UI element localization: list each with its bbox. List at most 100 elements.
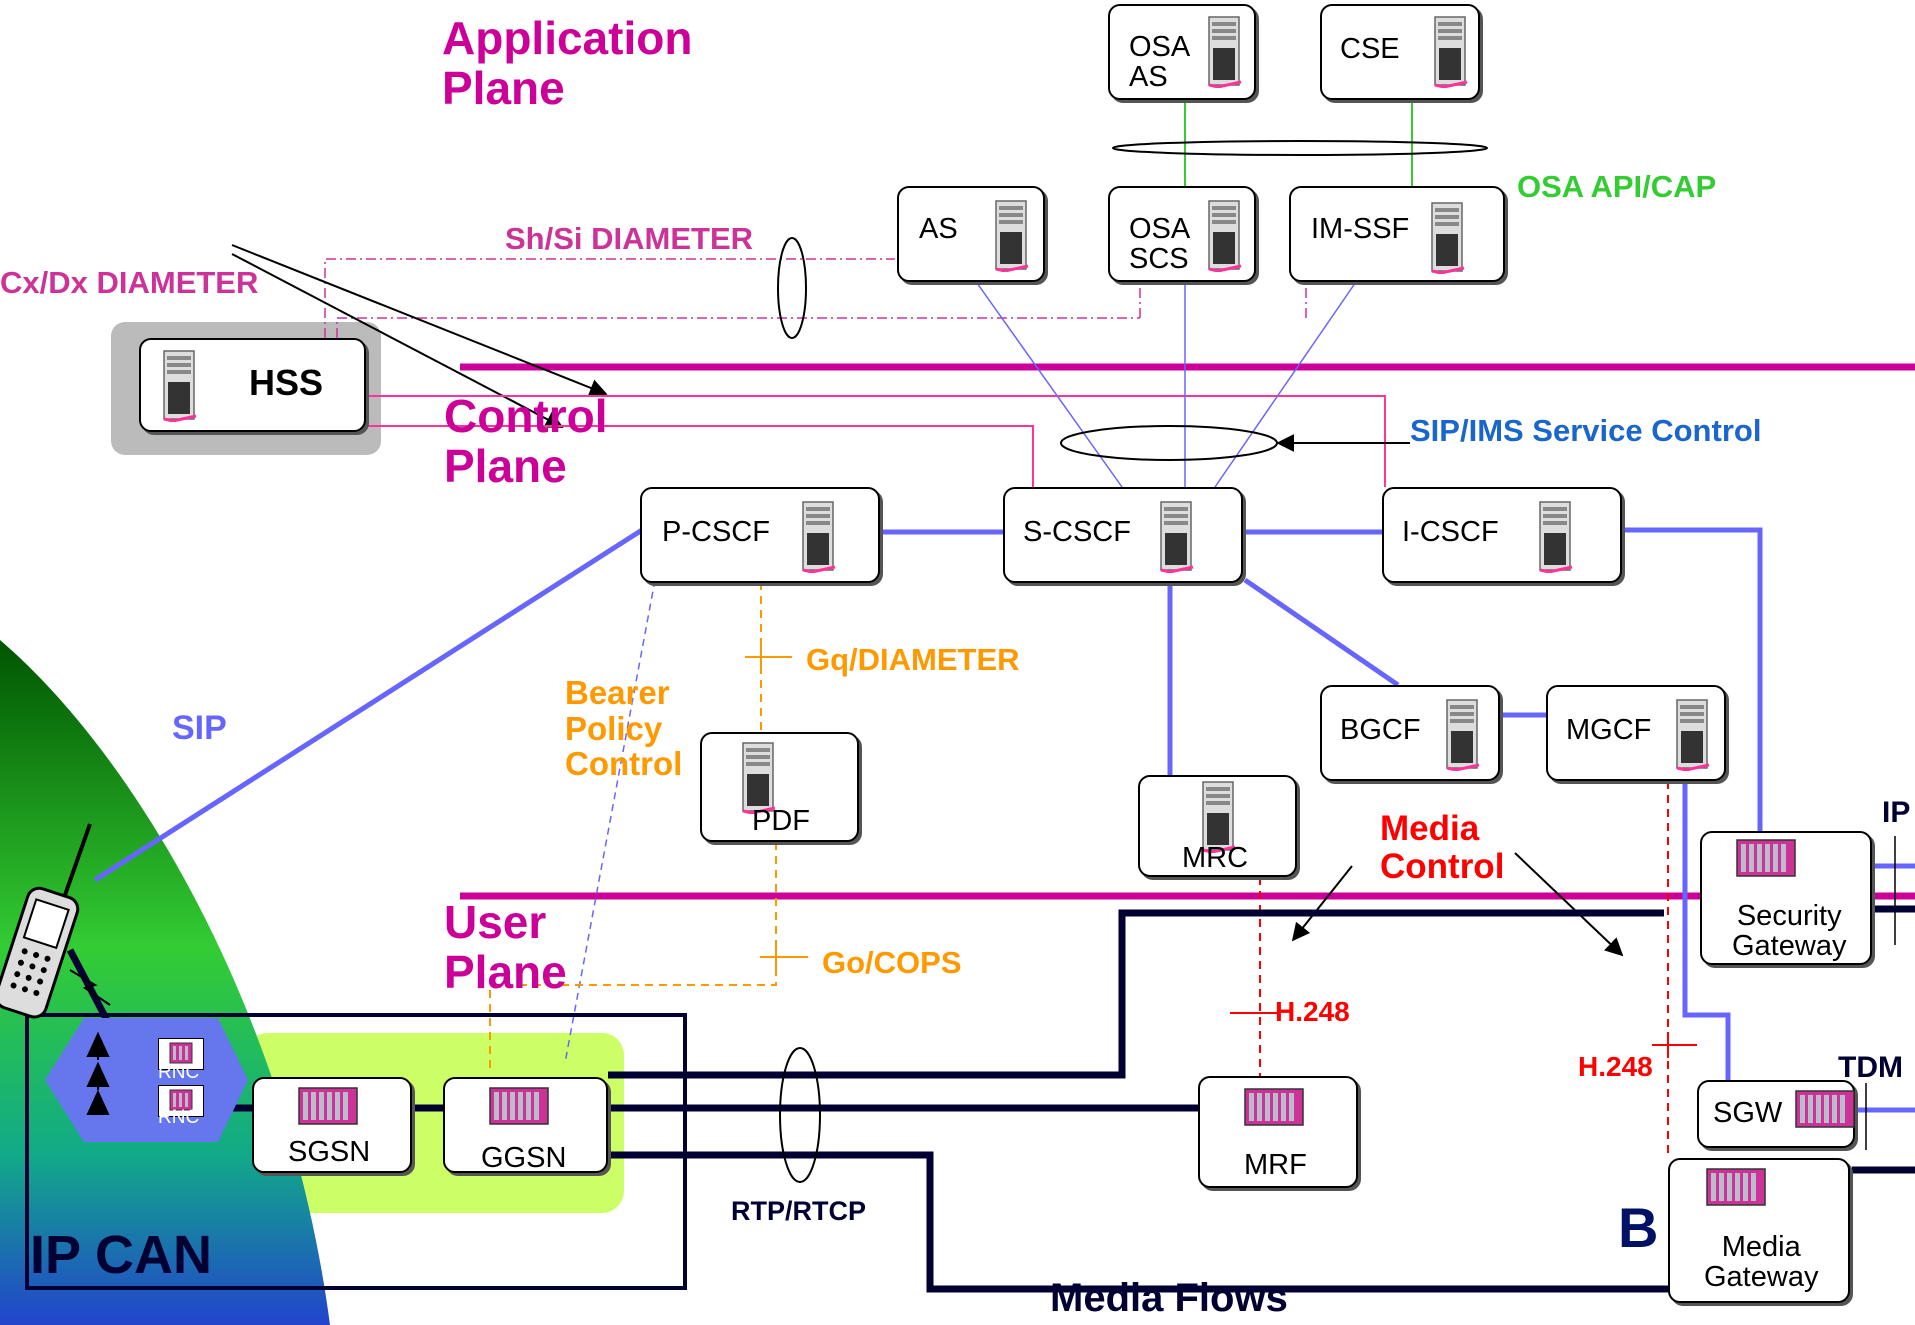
server-tower-icon [742,742,776,819]
osa-api-cap-label: OSA API/CAP [1517,169,1717,204]
server-tower-icon [1676,699,1710,776]
s-cscf-label: S-CSCF [1023,516,1131,548]
mobile-handset-icon [0,823,111,1019]
rtp-rtcp-label: RTP/RTCP [731,1196,866,1226]
mrf-label: MRF [1244,1149,1307,1181]
server-tower-icon [1208,200,1242,277]
rnc-bottom-label: RNC [158,1107,200,1128]
p-cscf-node[interactable]: P-CSCF [640,487,880,583]
server-tower-icon [1431,202,1465,279]
rnc-top-label: RNC [158,1062,200,1083]
equipment-rack-icon [489,1087,551,1132]
server-tower-icon [1208,16,1242,93]
tdm-edge-label: TDM [1838,1051,1903,1084]
isc-links [971,275,1361,488]
osa-as-label: OSA AS [1129,31,1191,94]
b-edge-label: B [1618,1196,1659,1259]
equipment-rack-icon [1706,1168,1768,1213]
sgsn-label: SGSN [288,1136,371,1168]
access-network-globe [0,640,330,1325]
equipment-rack-icon [298,1087,360,1132]
server-tower-icon [163,350,197,427]
cse-label: CSE [1340,33,1400,65]
server-tower-icon [1434,16,1468,93]
control-plane-label: Control Plane [444,390,608,492]
sh-si-bundle-ellipse [777,237,807,339]
pdf-node[interactable]: PDF [700,732,859,842]
osa-as-node[interactable]: OSA AS [1108,4,1256,100]
hss-label: HSS [249,362,324,403]
cx-dx-diameter-label: Cx/Dx DIAMETER [0,265,259,300]
equipment-rack-icon [1795,1090,1857,1135]
hss-node[interactable]: HSS [139,338,366,432]
media-gateway-node[interactable]: Media Gateway [1668,1158,1850,1303]
p-cscf-label: P-CSCF [662,516,770,548]
server-tower-icon [802,501,836,578]
bgcf-node[interactable]: BGCF [1320,685,1500,781]
sh-si-diameter-label: Sh/Si DIAMETER [505,221,754,256]
osa-api-bundle-ellipse [1112,140,1488,156]
rnc-top-node[interactable] [158,1038,204,1070]
mrc-label: MRC [1182,842,1249,874]
sgsn-node[interactable]: SGSN [252,1077,412,1173]
equipment-rack-icon [169,1042,193,1069]
mrf-node[interactable]: MRF [1198,1076,1358,1188]
im-ssf-label: IM-SSF [1311,213,1410,245]
sip-links [93,527,1915,1113]
go-cops-label: Go/COPS [822,945,962,980]
rtp-rtcp-bundle-ellipse [779,1047,821,1183]
ip-edge-label: IP [1882,796,1911,829]
ggsn-label: GGSN [481,1142,567,1174]
bearer-policy-control-label: Bearer Policy Control [565,674,683,783]
sip-label: SIP [172,709,227,747]
i-cscf-label: I-CSCF [1402,516,1499,548]
access-hexagon [45,1018,248,1142]
cx-links-hss [368,395,1386,487]
as-label: AS [919,213,958,245]
ip-can-border [25,1013,687,1290]
cse-node[interactable]: CSE [1320,4,1480,100]
security-gateway-label: Security Gateway [1732,900,1847,963]
sgw-node[interactable]: SGW [1697,1080,1855,1148]
sip-ims-service-control-label: SIP/IMS Service Control [1410,413,1762,448]
server-tower-icon [995,200,1029,277]
equipment-rack-icon [1244,1088,1306,1133]
media-flows-label: Media Flows [1050,1276,1288,1320]
equipment-rack-icon [1736,839,1798,884]
radio-antenna-icon [86,1031,110,1115]
server-tower-icon [1202,781,1236,858]
cx-dx-arrow-lower [231,253,564,428]
i-cscf-node[interactable]: I-CSCF [1382,487,1622,583]
mgcf-label: MGCF [1566,714,1652,746]
gq-diameter-label: Gq/DIAMETER [806,642,1020,677]
user-plane-label: User Plane [444,896,567,998]
h248-left-label: H.248 [1275,996,1350,1027]
pdf-label: PDF [752,805,810,837]
bgcf-label: BGCF [1340,714,1421,746]
mgcf-node[interactable]: MGCF [1546,685,1726,781]
media-control-label: Media Control [1380,809,1505,886]
media-control-arrow-right [1514,852,1624,957]
equipment-rack-icon [169,1089,193,1116]
as-node[interactable]: AS [897,186,1045,282]
media-control-arrow-left [1291,865,1353,942]
im-ssf-node[interactable]: IM-SSF [1289,186,1505,282]
bearer-links [66,905,1915,1293]
mrc-node[interactable]: MRC [1138,775,1297,877]
application-plane-label: Application Plane [442,12,693,114]
cx-dx-arrow-upper [231,244,608,397]
media-gateway-label: Media Gateway [1704,1231,1819,1294]
ggsn-node[interactable]: GGSN [443,1077,608,1173]
h248-right-label: H.248 [1578,1051,1653,1082]
osa-scs-node[interactable]: OSA SCS [1108,186,1256,282]
p-cscf-ggsn-dashed-link [564,579,656,1064]
s-cscf-node[interactable]: S-CSCF [1003,487,1243,583]
security-gateway-node[interactable]: Security Gateway [1700,831,1872,965]
rnc-bottom-node[interactable] [158,1085,204,1117]
server-tower-icon [1446,699,1480,776]
ip-can-label: IP CAN [30,1225,213,1285]
server-tower-icon [1160,501,1194,578]
sgw-label: SGW [1713,1097,1783,1129]
osa-scs-label: OSA SCS [1129,213,1191,276]
server-tower-icon [1539,501,1573,578]
